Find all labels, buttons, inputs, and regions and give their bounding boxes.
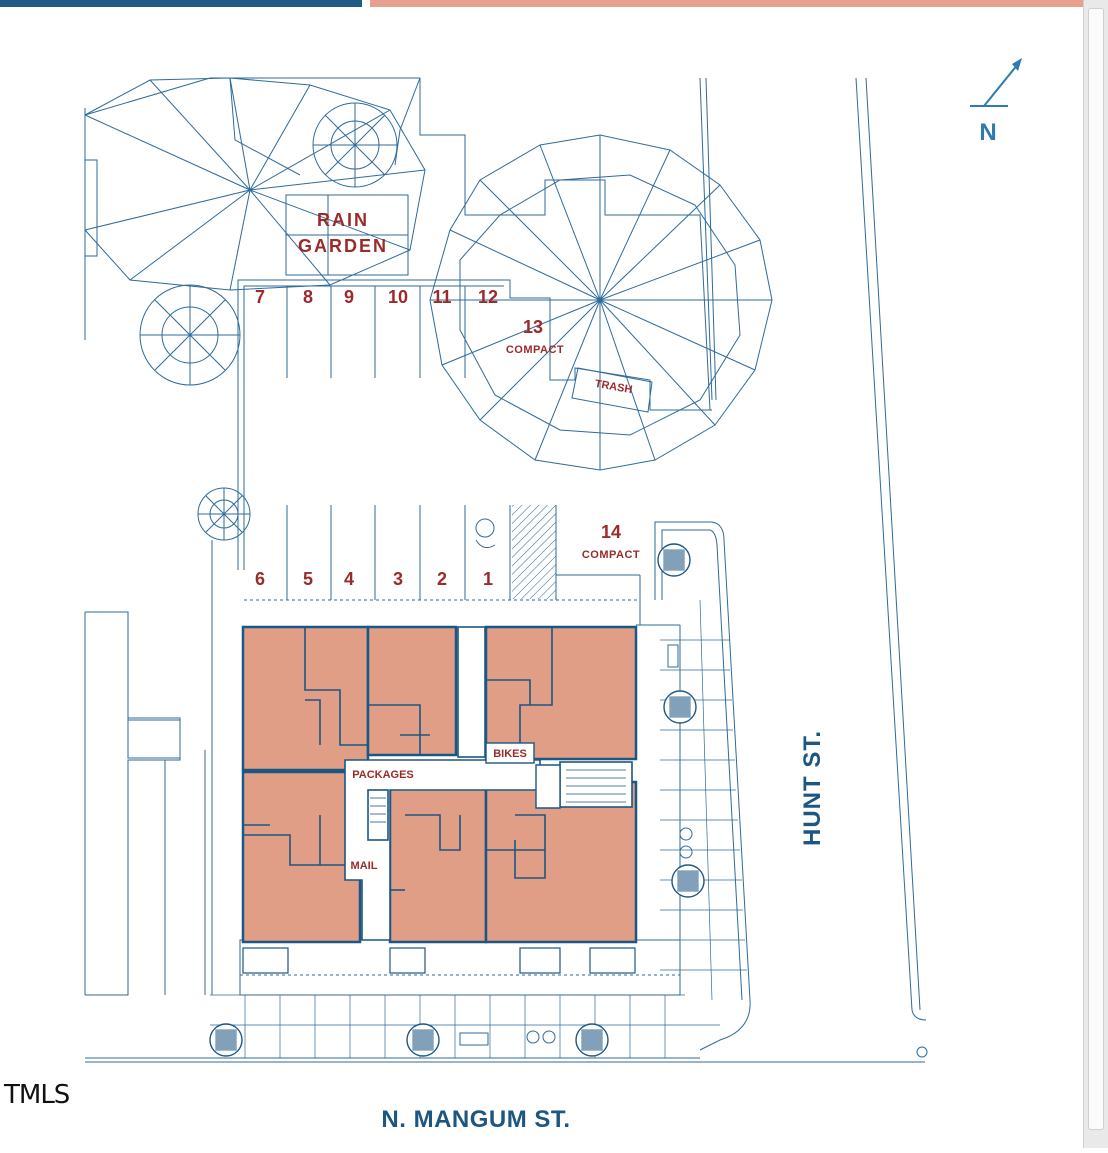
road-edge [865,77,921,1011]
trees [84,77,773,541]
parking-stall-7: 7 [255,287,265,307]
tree-icon [429,134,773,471]
tree-icon [197,487,251,541]
mail-label: MAIL [351,860,378,872]
parking-stall-1: 1 [483,569,493,589]
parking-stall-5: 5 [303,569,313,589]
parking-stall-14: 14 [601,522,621,542]
tree-grate-icon [406,1023,440,1057]
stair [559,761,633,808]
tree-grate-icon [663,690,697,724]
hunt-st-label: HUNT ST. [799,730,826,846]
tree-icon [84,77,426,291]
tree-grates [209,543,705,1057]
rain-garden-label: GARDEN [298,236,388,256]
watermark-label: TMLS [4,1080,70,1110]
unit [388,780,488,944]
parking-stall-8: 8 [303,287,313,307]
vertical-scrollbar[interactable] [1083,0,1108,1148]
tree-icon [139,284,241,386]
linework [84,77,928,1063]
compass-label: N [979,119,996,146]
road-edge [705,77,717,401]
entry [535,764,561,809]
parking-stall-11: 11 [432,287,451,307]
corridor [457,626,486,758]
compact-13-note: COMPACT [506,344,564,356]
n-mangum-st-label: N. MANGUM ST. [381,1106,570,1133]
parking-stall-12: 12 [478,287,498,307]
unit [366,625,458,757]
stair [367,789,389,841]
tree-icon [312,102,398,188]
road-edge [699,77,713,401]
packages-label: PACKAGES [352,769,414,781]
parking-stall-4: 4 [344,569,354,589]
parking-stall-10: 10 [388,287,408,307]
bikes-box [485,742,535,764]
tree-grate-icon [575,1023,609,1057]
parking-stall-13: 13 [523,317,543,337]
unit [241,770,362,944]
north-arrow-icon [970,58,1022,107]
top-bar-right [370,0,1084,7]
scrollbar-thumb[interactable] [1088,8,1104,1130]
bikes-label: BIKES [493,748,527,760]
parking-stall-9: 9 [344,287,354,307]
compact-14-note: COMPACT [582,549,640,561]
tree-grate-icon [657,543,691,577]
building [241,625,638,974]
road-edge [855,77,927,1021]
top-bar-left [0,0,362,7]
hatched-area [512,505,556,599]
parking-stall-6: 6 [255,569,265,589]
tree-grate-icon [209,1023,243,1057]
parking-stall-3: 3 [393,569,403,589]
unit [484,625,638,761]
rain-garden-label: RAIN [317,210,369,230]
parking-stall-2: 2 [437,569,447,589]
tree-grate-icon [671,864,705,898]
